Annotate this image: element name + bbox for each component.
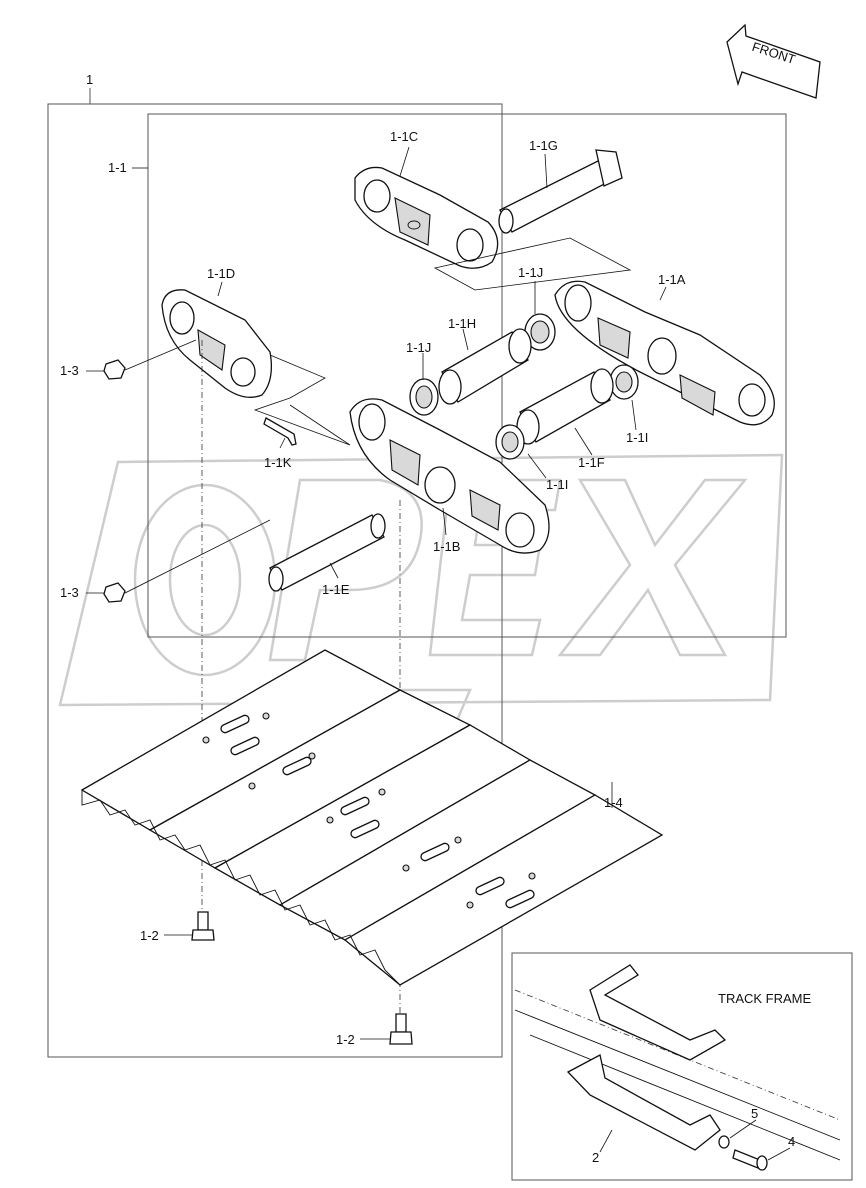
callout-1-1g: 1-1G [529, 138, 558, 153]
link-assembly-frame [147, 113, 787, 638]
callout-1-2-left: 1-2 [140, 928, 159, 943]
callout-1-1a: 1-1A [658, 272, 686, 287]
opex-watermark [58, 453, 784, 762]
assembly-frame [47, 103, 503, 1058]
callout-1-1e: 1-1E [322, 582, 350, 597]
callout-1-3-lower: 1-3 [60, 585, 79, 600]
front-arrow: FRONT [726, 23, 821, 99]
callout-1-1i-right: 1-1I [626, 430, 648, 445]
track-guard-2 [566, 1054, 721, 1151]
bush-1-1h [438, 328, 532, 405]
callout-1-4: 1-4 [604, 795, 623, 810]
callout-1-1j-lower: 1-1J [406, 340, 431, 355]
guard-washer-5 [718, 1135, 730, 1149]
pin-1-1k [263, 417, 297, 446]
link-1-1c [354, 166, 499, 269]
seal-1-1i-right [609, 364, 639, 400]
track-guard-upper [589, 964, 727, 1061]
callout-1-1h: 1-1H [448, 316, 476, 331]
callout-1-1i-lower: 1-1I [546, 477, 568, 492]
callout-1-3-upper: 1-3 [60, 363, 79, 378]
seal-1-1j-lower [409, 378, 439, 416]
pin-1-1g [498, 149, 623, 234]
guard-bolt-4 [732, 1149, 768, 1171]
callout-1-1: 1-1 [108, 160, 127, 175]
link-1-1b [349, 398, 550, 554]
callout-1-1c: 1-1C [390, 129, 418, 144]
callout-1-1d: 1-1D [207, 266, 235, 281]
callout-1-1f: 1-1F [578, 455, 605, 470]
bolt-1-2-left [191, 911, 215, 941]
link-1-1d [161, 289, 273, 398]
bolt-1-2-bottom [389, 1013, 413, 1045]
nut-1-3-lower [103, 519, 271, 603]
track-shoe-1-4 [80, 649, 664, 986]
shoe-holes [202, 712, 536, 909]
seal-1-1j-upper [524, 313, 556, 351]
nut-1-3-upper [103, 339, 197, 380]
link-1-1a [554, 280, 775, 426]
callout-2: 2 [592, 1150, 599, 1165]
seal-1-1i-lower [495, 424, 525, 460]
callout-4: 4 [788, 1134, 795, 1149]
track-frame-title: TRACK FRAME [718, 991, 812, 1006]
pin-1-1e [268, 513, 386, 592]
callout-1-1k: 1-1K [264, 455, 292, 470]
callout-5: 5 [751, 1106, 758, 1121]
callout-1: 1 [86, 72, 93, 87]
callout-1-2-bottom: 1-2 [336, 1032, 355, 1047]
track-frame-inset: TRACK FRAME [511, 952, 853, 1181]
callout-1-1j-upper: 1-1J [518, 265, 543, 280]
callout-1-1b: 1-1B [433, 539, 460, 554]
bush-1-1f [516, 368, 614, 445]
